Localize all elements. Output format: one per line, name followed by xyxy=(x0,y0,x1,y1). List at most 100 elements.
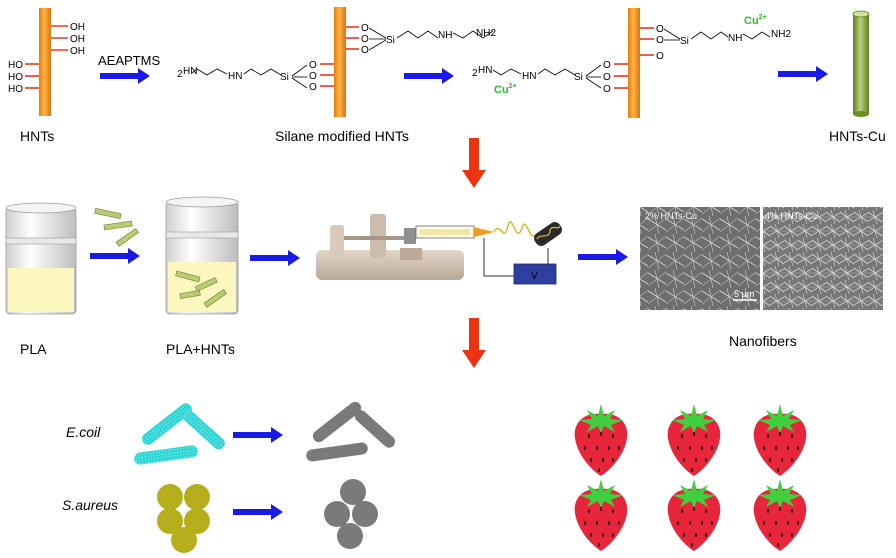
si-bonds-bottom xyxy=(492,64,602,89)
strawberry-seed xyxy=(597,468,601,472)
oh-label: OH xyxy=(70,34,85,45)
strawberry-seed xyxy=(774,521,778,525)
strawberry-seed xyxy=(688,521,692,525)
strawberry-seed xyxy=(796,446,800,450)
oxygen-label: O xyxy=(656,24,664,35)
hn-label: HN xyxy=(522,71,536,82)
strawberry xyxy=(574,479,628,551)
hn-label: HN xyxy=(228,71,242,82)
silicon-label: Si xyxy=(680,36,689,47)
hnt-tube xyxy=(334,7,346,117)
hn-label: HN xyxy=(478,65,492,76)
voltage-symbol: V xyxy=(531,271,538,282)
oh-label: OH xyxy=(70,22,85,33)
copper-ion-label: Cu2+ xyxy=(494,83,517,96)
hydroxyl-bonds-left xyxy=(25,63,39,89)
ecoli-label: E.coil xyxy=(66,424,101,440)
strawberry-seed xyxy=(595,446,599,450)
hn-subscript: 2 xyxy=(177,69,183,80)
oh-label: OH xyxy=(70,46,85,57)
strawberry-seed xyxy=(583,521,587,525)
strawberry-seed xyxy=(587,434,591,438)
arrow-right-2 xyxy=(404,68,454,84)
silicon-label: Si xyxy=(386,35,395,46)
strawberry-seed xyxy=(680,434,684,438)
strawberry-seed xyxy=(611,509,615,513)
strawberry-seed xyxy=(587,509,591,513)
strawberry-seed xyxy=(682,458,686,462)
arrow-right-5 xyxy=(250,250,300,266)
strawberry-seed xyxy=(704,434,708,438)
oxygen-label: O xyxy=(309,71,317,82)
saureus-label: S.aureus xyxy=(62,497,118,513)
nh-label: NH xyxy=(728,33,742,44)
strawberry-seed xyxy=(778,432,782,436)
strawberry-seed xyxy=(704,509,708,513)
strawberry-seed xyxy=(611,458,615,462)
cu-hnt: O O O Si NH NH2 Cu2+ O O O Si HN HN xyxy=(472,8,791,118)
pla-hnts-beaker xyxy=(165,196,239,315)
strawberry-seed xyxy=(774,446,778,450)
oxygen-label: O xyxy=(603,72,611,83)
sem-image-2pct: 2% HNTs-Cu xyxy=(640,207,760,310)
strawberry-seed xyxy=(690,468,694,472)
strawberry-seed xyxy=(694,533,698,537)
sem-panel-label: 4% HNTs-Cu xyxy=(765,211,817,221)
strawberry-seed xyxy=(597,543,601,547)
strawberry-seed xyxy=(676,521,680,525)
strawberry-seed xyxy=(762,521,766,525)
strawberry-seed xyxy=(790,533,794,537)
silane-hnt: O O O Si NH NH2 O O O Si HN HN xyxy=(177,7,496,117)
ester-bonds-bottom xyxy=(320,63,334,87)
strawberry-seed xyxy=(601,458,605,462)
oxygen-label: O xyxy=(656,35,664,46)
strawberry-seed xyxy=(589,533,593,537)
strawberry-seed xyxy=(680,509,684,513)
strawberry-seed xyxy=(617,446,621,450)
strawberry xyxy=(753,479,807,551)
ecoli-before xyxy=(134,403,225,465)
ho-label: HO xyxy=(8,60,23,71)
strawberry-seed xyxy=(790,434,794,438)
strawberry xyxy=(574,404,628,476)
strawberry-seed xyxy=(778,507,782,511)
power-supply xyxy=(513,263,557,285)
oxygen-label: O xyxy=(309,82,317,93)
strawberry-seed xyxy=(710,521,714,525)
strawberry-seed xyxy=(790,458,794,462)
strawberry-seed xyxy=(766,509,770,513)
strawberry-seed xyxy=(710,446,714,450)
strawberry-seed xyxy=(607,446,611,450)
strawberry-seed xyxy=(768,533,772,537)
nh2-label: NH2 xyxy=(476,28,496,39)
strawberry-seed xyxy=(690,543,694,547)
si-bonds-top xyxy=(663,28,771,41)
oxygen-label: O xyxy=(361,23,369,34)
strawberry-seed xyxy=(790,509,794,513)
strawberry-seed xyxy=(611,533,615,537)
hydroxyl-bonds-right xyxy=(51,25,68,51)
strawberry-seed xyxy=(676,446,680,450)
hnt-cu-tube xyxy=(852,10,870,117)
reagent-label: AEAPTMS xyxy=(98,53,160,68)
strawberry xyxy=(667,404,721,476)
strawberry-seed xyxy=(786,446,790,450)
strawberry-seed xyxy=(786,521,790,525)
strawberry-seed xyxy=(583,446,587,450)
nanofibers-label: Nanofibers xyxy=(729,333,797,349)
nh-label: NH xyxy=(438,30,452,41)
ester-bonds-top xyxy=(640,27,654,56)
strawberry-seed xyxy=(700,521,704,525)
ecoli-after xyxy=(306,401,396,462)
electrospinning-setup: V xyxy=(316,214,562,285)
strawberry-seed xyxy=(589,458,593,462)
arrow-right-8 xyxy=(233,504,283,520)
saureus-before xyxy=(157,484,210,553)
ester-bonds-bottom xyxy=(614,63,628,89)
strawberry-seed xyxy=(704,533,708,537)
silicon-label: Si xyxy=(280,72,289,83)
scale-bar-label: 5 μm xyxy=(734,289,754,299)
sem-image-4pct: 4% HNTs-Cu xyxy=(763,207,883,310)
strawberry xyxy=(753,404,807,476)
